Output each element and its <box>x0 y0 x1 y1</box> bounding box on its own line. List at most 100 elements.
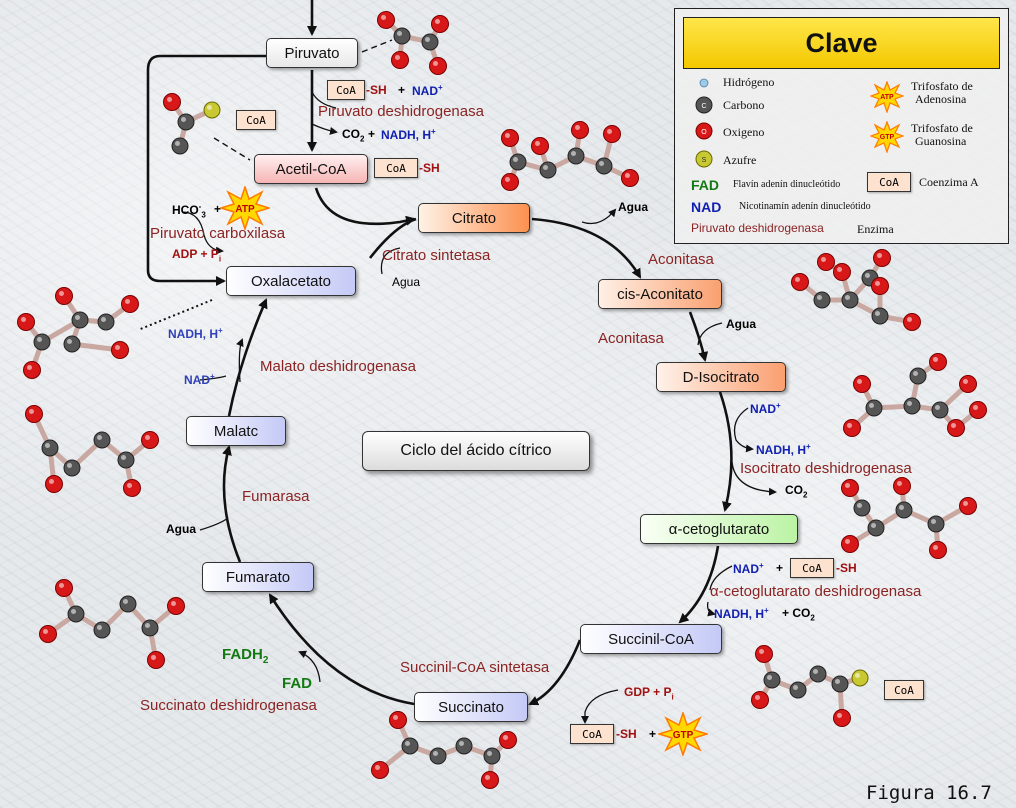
carbon-atom <box>117 451 135 469</box>
legend-atp-icon: ATP <box>870 81 904 113</box>
sh-label: -SH <box>616 727 637 741</box>
co2-label: CO2 <box>785 483 807 499</box>
carbon-atom <box>401 737 419 755</box>
oxygen-atom <box>45 475 63 493</box>
piruvato-box[interactable]: Piruvato <box>266 38 358 68</box>
atom-highlight <box>845 483 850 488</box>
atom-highlight <box>599 161 604 166</box>
carbon-atom <box>865 399 883 417</box>
legend-nad-desc: Nicotinamín adenín dinucleótido <box>739 201 871 212</box>
carbon-atom <box>813 291 831 309</box>
fumarato-box[interactable]: Fumarato <box>202 562 314 592</box>
oxygen-atom <box>147 651 165 669</box>
agua-label: Agua <box>726 317 756 331</box>
adp-pi-text: ADP + P <box>172 247 219 261</box>
cis-aconitato-box[interactable]: cis-Aconitato <box>598 279 722 309</box>
adp-pi-subscript: i <box>218 254 222 264</box>
atom-highlight <box>575 125 580 130</box>
carbon-atom <box>93 431 111 449</box>
oxygen-atom <box>499 731 517 749</box>
carbon-atom <box>41 439 59 457</box>
legend-atp-text: ATP <box>880 94 894 101</box>
atom-highlight <box>175 141 180 146</box>
atom-highlight <box>21 317 26 322</box>
acetil-coa-box[interactable]: Acetil-CoA <box>254 154 368 184</box>
carbon-atom <box>831 675 849 693</box>
carbon-atom <box>909 367 927 385</box>
succinato-box[interactable]: Succinato <box>414 692 528 722</box>
atom-highlight <box>951 423 956 428</box>
fadh2-label: FADH2 <box>222 646 268 666</box>
sulfur-atom <box>203 101 221 119</box>
atom-highlight <box>435 19 440 24</box>
atom-highlight <box>115 345 120 350</box>
atom-highlight <box>543 165 548 170</box>
oxygen-atom <box>481 771 499 789</box>
nadh-label: NADH, H+ <box>168 326 223 341</box>
oxygen-atom <box>55 287 73 305</box>
malato-box[interactable]: Malatc <box>186 416 286 446</box>
carbon-atom <box>429 747 447 765</box>
atom-highlight <box>125 299 130 304</box>
co2-label: + CO2 <box>782 606 815 622</box>
atom-highlight <box>845 295 850 300</box>
atom-highlight <box>43 629 48 634</box>
oxygen-atom <box>893 477 911 495</box>
citrato-box[interactable]: Citrato <box>418 203 530 233</box>
atom-highlight <box>433 751 438 756</box>
oxygen-atom <box>947 419 965 437</box>
isocitrato-box[interactable]: D-Isocitrato <box>656 362 786 392</box>
enzyme-aconitasa-2: Aconitasa <box>598 330 664 347</box>
carbon-atom <box>903 397 921 415</box>
sulfur-icon <box>695 150 713 168</box>
legend-gtp-icon: GTP <box>870 121 904 153</box>
oxygen-atom <box>501 173 519 191</box>
atom-highlight <box>933 357 938 362</box>
nad-superscript: + <box>776 401 781 410</box>
oxygen-atom <box>39 625 57 643</box>
oxygen-atom <box>959 497 977 515</box>
oxygen-atom <box>389 711 407 729</box>
carbon-icon <box>695 96 713 114</box>
enzyme-succinato-deshidrogenasa: Succinato deshidrogenasa <box>140 697 317 714</box>
legend-coa-box: CoA <box>867 172 911 192</box>
carbon-atom <box>871 307 889 325</box>
oxygen-atom <box>531 137 549 155</box>
oxygen-atom <box>929 353 947 371</box>
oxalacetato-box[interactable]: Oxalacetato <box>226 266 356 296</box>
oxygen-atom <box>873 249 891 267</box>
oxygen-atom <box>903 313 921 331</box>
legend-coa-desc: Coenzima A <box>919 175 979 189</box>
atom-highlight <box>123 599 128 604</box>
nad-label: NAD+ <box>412 83 443 98</box>
carbon-atom <box>33 333 51 351</box>
agua-label: Agua <box>166 522 196 536</box>
atom-highlight <box>397 31 402 36</box>
oxygen-atom <box>603 125 621 143</box>
atom-highlight <box>505 177 510 182</box>
atom-highlight <box>625 173 630 178</box>
carbon-atom <box>171 137 189 155</box>
atom-highlight <box>145 623 150 628</box>
legend-azufre: Azufre <box>723 153 757 167</box>
nadh-superscript: + <box>218 326 223 335</box>
oxygen-atom <box>621 169 639 187</box>
atom-highlight <box>505 133 510 138</box>
nad-superscript: + <box>438 83 443 92</box>
sh-label: -SH <box>836 561 857 575</box>
cetoglutarato-box[interactable]: α-cetoglutarato <box>640 514 798 544</box>
succinil-coa-box[interactable]: Succinil-CoA <box>580 624 722 654</box>
cycle-title: Ciclo del ácido cítrico <box>362 431 590 471</box>
oxygen-atom <box>391 51 409 69</box>
legend-hidrogeno: Hidrógeno <box>723 75 775 89</box>
atom-highlight <box>535 141 540 146</box>
fad-label: FAD <box>282 675 312 692</box>
plus-sign: + <box>214 202 222 216</box>
atom-highlight <box>963 379 968 384</box>
oxygen-icon <box>695 122 713 140</box>
atom-highlight <box>503 735 508 740</box>
enzyme-succinil-coa-sintetasa: Succinil-CoA sintetasa <box>400 659 550 676</box>
oxygen-atom <box>791 273 809 291</box>
oxygen-atom <box>871 277 889 295</box>
carbon-atom <box>841 291 859 309</box>
